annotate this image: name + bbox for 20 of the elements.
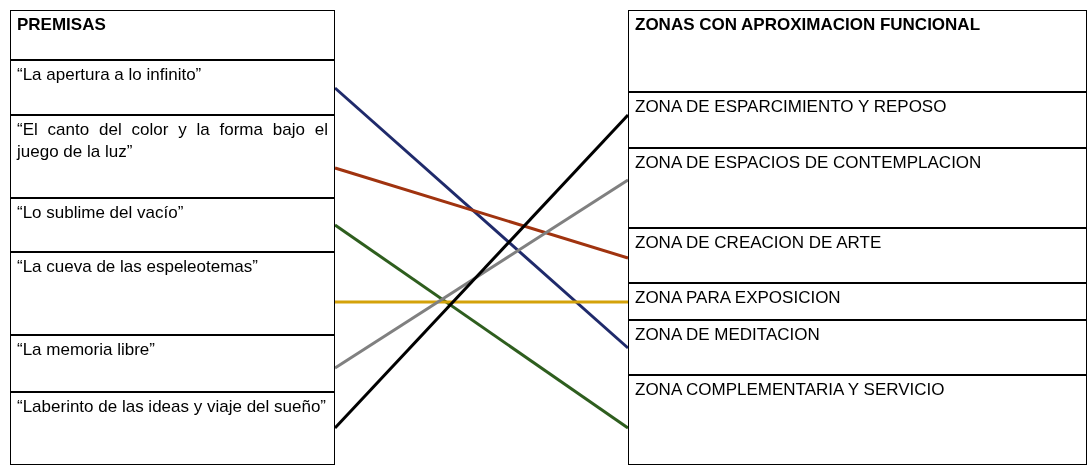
connector-line <box>334 178 629 370</box>
connector-line <box>334 223 629 430</box>
table-cell: “La memoria libre” <box>10 335 335 392</box>
table-cell: ZONA DE MEDITACION <box>628 320 1087 375</box>
table-cell: “Laberinto de las ideas y viaje del sueño” <box>10 392 335 465</box>
table-cell: ZONA DE CREACION DE ARTE <box>628 228 1087 283</box>
table-cell: ZONA PARA EXPOSICION <box>628 283 1087 320</box>
header-cell: ZONAS CON APROXIMACION FUNCIONAL <box>628 10 1087 92</box>
connector-line <box>333 113 630 430</box>
table-cell: “La apertura a lo infinito” <box>10 60 335 115</box>
table-cell: “El canto del color y la forma bajo el juego de la luz” <box>10 115 335 198</box>
connector-line <box>334 86 629 350</box>
table-cell: ZONA DE ESPACIOS DE CONTEMPLACION <box>628 148 1087 228</box>
table-cell: ZONA COMPLEMENTARIA Y SERVICIO <box>628 375 1087 465</box>
header-cell: PREMISAS <box>10 10 335 60</box>
connector-line <box>334 166 629 260</box>
table-cell: “Lo sublime del vacío” <box>10 198 335 252</box>
table-cell: ZONA DE ESPARCIMIENTO Y REPOSO <box>628 92 1087 148</box>
table-cell: “La cueva de las espeleotemas” <box>10 252 335 335</box>
connector-line <box>335 300 628 304</box>
